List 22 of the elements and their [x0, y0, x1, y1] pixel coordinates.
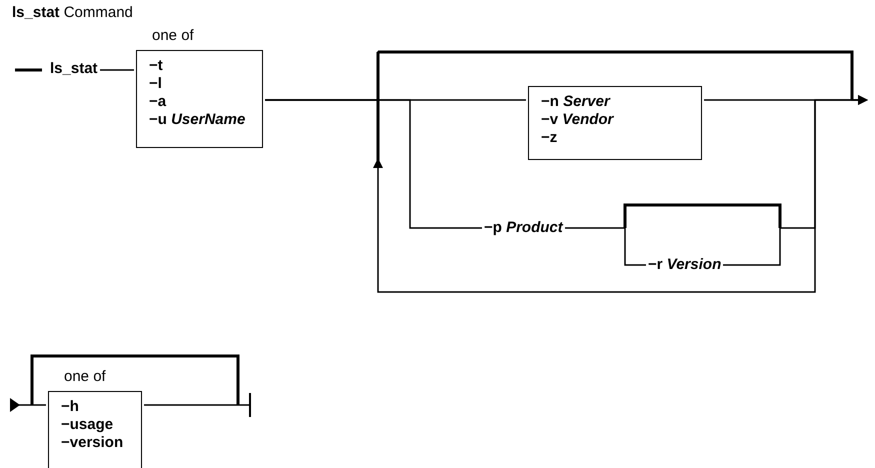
option-text: −n Server	[541, 93, 612, 111]
option-text: −l	[149, 75, 163, 93]
connector-line	[10, 398, 46, 412]
option-box	[528, 86, 702, 160]
option-text: −u UserName	[149, 111, 246, 129]
connector-line	[100, 69, 134, 71]
connector-line	[144, 392, 251, 418]
option-text: ls_stat	[50, 60, 98, 78]
option-text: −p Product	[484, 219, 563, 237]
option-text: −h	[61, 398, 80, 416]
option-text: −r Version	[648, 256, 722, 274]
option-text: −t	[149, 57, 164, 75]
option-text: −usage	[61, 416, 114, 434]
option-text: −version	[61, 434, 124, 452]
diagram-title: ls_stat Command	[12, 4, 133, 21]
group-heading: one of	[64, 368, 107, 387]
connector-line	[723, 95, 868, 266]
option-text: −a	[149, 93, 168, 111]
connector-line	[565, 227, 646, 266]
option-text: −v Vendor	[541, 111, 615, 129]
option-text: −z	[541, 129, 558, 147]
group-heading: one of	[152, 27, 195, 46]
